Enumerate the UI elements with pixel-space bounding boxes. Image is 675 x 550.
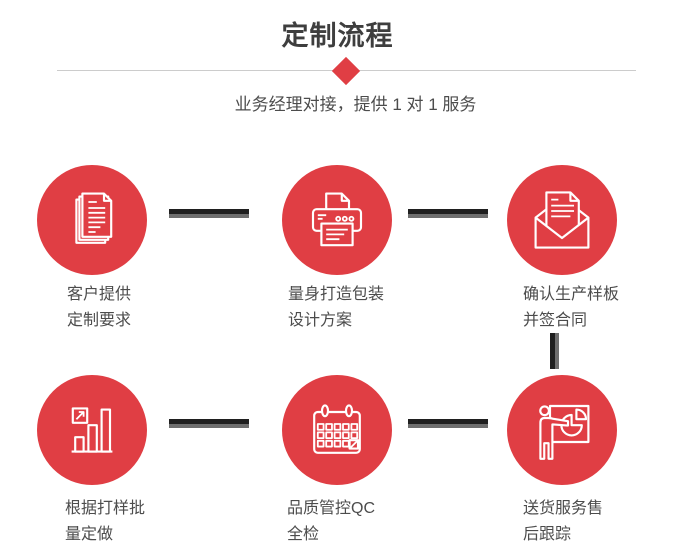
calendar-icon [313, 404, 361, 454]
step-label-5-line2: 全检 [287, 526, 320, 543]
step-label-6: 送货服务售 后跟踪 [523, 496, 603, 548]
page-subtitle: 业务经理对接，提供 1 对 1 服务 [234, 95, 477, 114]
step-label-3-line1: 确认生产样板 [523, 286, 620, 303]
bar-chart-icon [71, 407, 113, 453]
connector-step1-step2 [169, 209, 249, 218]
step-circle-1 [37, 165, 147, 275]
step-label-2: 量身打造包装 设计方案 [288, 282, 384, 334]
connector-step2-step3 [408, 209, 488, 218]
step-label-5-line1: 品质管控QC [287, 500, 376, 517]
documents-icon [75, 192, 113, 244]
step-circle-6 [507, 375, 617, 485]
step-label-4-line1: 根据打样批 [65, 500, 146, 517]
step-label-2-line1: 量身打造包装 [288, 286, 385, 303]
envelope-icon [534, 191, 590, 249]
printer-icon [311, 192, 363, 247]
step-label-3: 确认生产样板 并签合同 [523, 282, 619, 334]
step-label-2-line2: 设计方案 [288, 312, 353, 329]
step-label-3-line2: 并签合同 [523, 312, 588, 329]
step-label-5: 品质管控QC 全检 [287, 496, 375, 548]
connector-step5-step6 [408, 419, 488, 428]
step-circle-2 [282, 165, 392, 275]
step-label-1-line2: 定制要求 [67, 312, 132, 329]
step-circle-4 [37, 375, 147, 485]
step-label-6-line2: 后跟踪 [523, 526, 572, 543]
page-title: 定制流程 [281, 21, 394, 51]
step-circle-5 [282, 375, 392, 485]
presentation-icon [539, 404, 590, 460]
step-circle-3 [507, 165, 617, 275]
step-label-4-line2: 量定做 [65, 526, 114, 543]
connector-step4-step5 [169, 419, 249, 428]
step-label-1: 客户提供 定制要求 [67, 282, 131, 334]
step-label-4: 根据打样批 量定做 [65, 496, 145, 548]
diamond-accent [331, 56, 361, 86]
connector-step3-step6 [550, 333, 559, 369]
step-label-6-line1: 送货服务售 [523, 500, 604, 517]
step-label-1-line1: 客户提供 [67, 286, 132, 303]
